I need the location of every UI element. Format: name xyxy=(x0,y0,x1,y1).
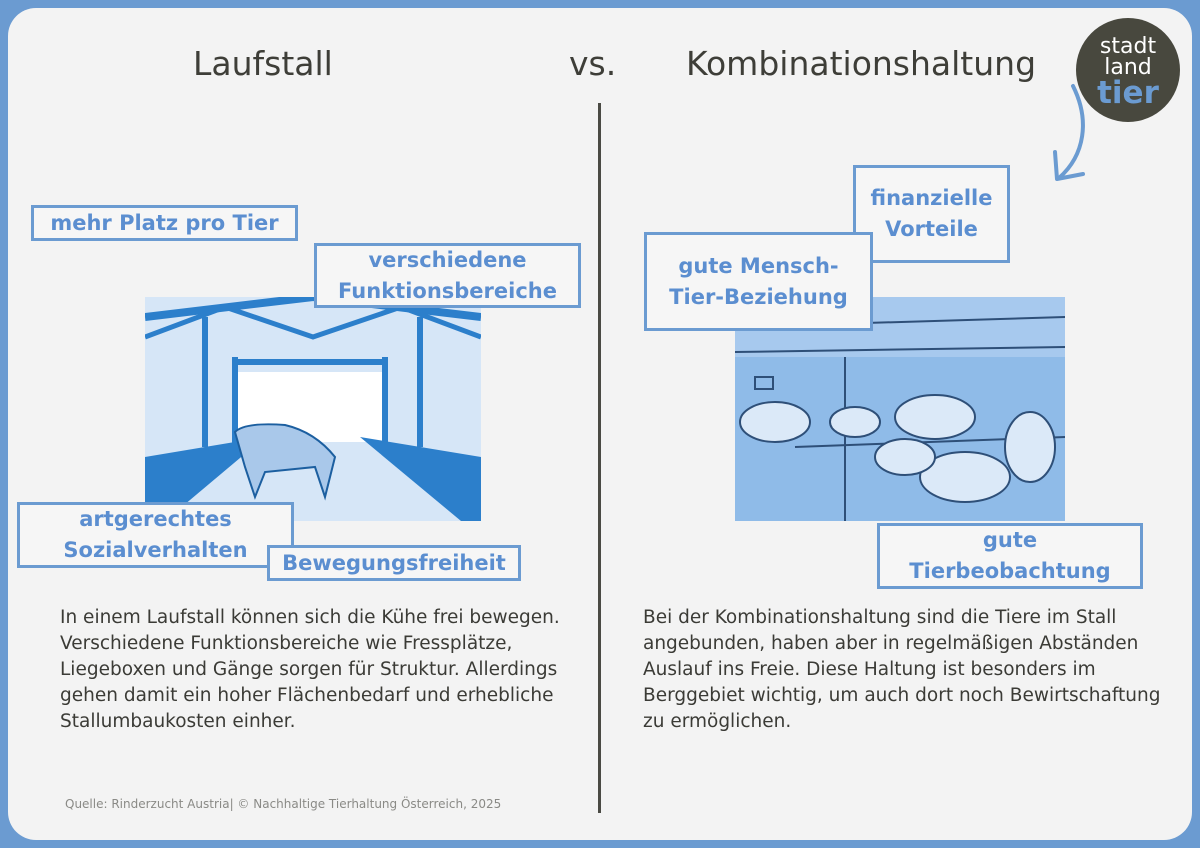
logo-text: tier xyxy=(1097,75,1159,111)
logo-text: land xyxy=(1104,55,1152,80)
label-mehr-platz: mehr Platz pro Tier xyxy=(31,205,298,241)
label-funktionsbereiche: verschiedene Funktionsbereiche xyxy=(314,243,581,308)
logo-text: stadt xyxy=(1099,34,1157,59)
vs-label: vs. xyxy=(569,44,617,83)
kombinationshaltung-illustration xyxy=(735,297,1065,521)
left-description: In einem Laufstall können sich die Kühe … xyxy=(60,607,560,732)
label-tierbeobachtung: gute Tierbeobachtung xyxy=(877,523,1143,589)
divider xyxy=(598,103,601,813)
laufstall-illustration xyxy=(145,297,481,521)
label-bewegungsfreiheit: Bewegungsfreiheit xyxy=(267,545,521,581)
right-description: Bei der Kombinationshaltung sind die Tie… xyxy=(643,607,1161,732)
label-finanzielle-vorteile: finanzielle Vorteile xyxy=(853,165,1010,263)
right-title: Kombinationshaltung xyxy=(686,44,1037,83)
label-sozialverhalten: artgerechtes Sozialverhalten xyxy=(17,502,294,568)
curved-arrow-icon xyxy=(1053,84,1085,181)
label-mensch-tier-beziehung: gute Mensch-Tier-Beziehung xyxy=(644,232,873,331)
left-title: Laufstall xyxy=(193,44,333,83)
stadt-land-tier-logo: stadt land tier xyxy=(1076,18,1180,122)
source-note: Quelle: Rinderzucht Austria| © Nachhalti… xyxy=(65,797,502,811)
